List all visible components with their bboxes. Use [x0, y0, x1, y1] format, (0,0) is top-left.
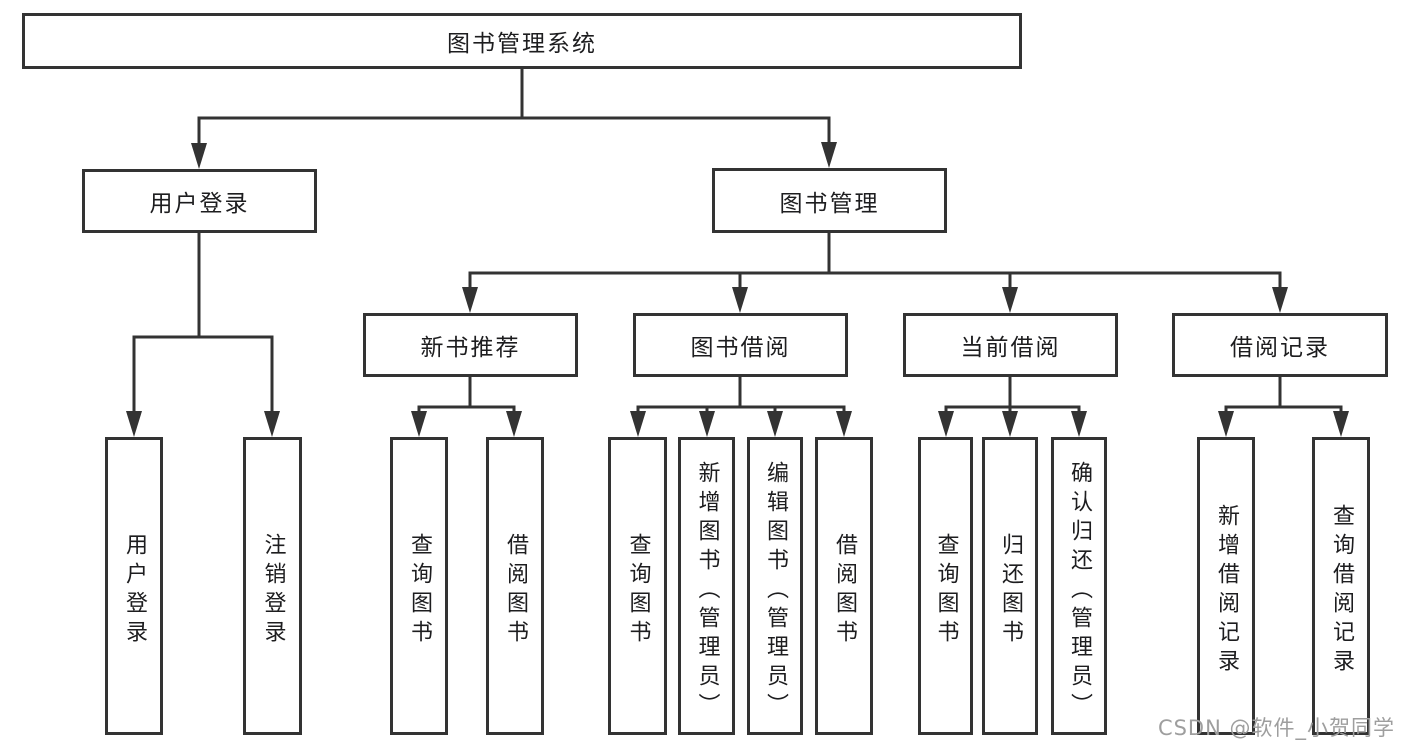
leaf-logout: 注销登录: [243, 437, 302, 735]
leaf-return-books: 归还图书: [982, 437, 1038, 735]
leaf-query-books-borrow: 查询图书: [608, 437, 667, 735]
leaf-query-books-current: 查询图书: [918, 437, 973, 735]
leaf-query-books-recommend: 查询图书: [390, 437, 448, 735]
edges-book-management: [462, 231, 1288, 313]
leaf-borrow-books: 借阅图书: [815, 437, 873, 735]
leaf-add-books-admin: 新增图书（管理员）: [678, 437, 735, 735]
edges-borrow-records: [1218, 375, 1349, 437]
node-user-login: 用户登录: [82, 169, 317, 233]
node-new-book-recommend: 新书推荐: [363, 313, 578, 377]
node-book-management: 图书管理: [712, 168, 947, 233]
leaf-query-borrow-record: 查询借阅记录: [1312, 437, 1370, 735]
edges-user-login: [126, 231, 280, 437]
edges-root: [191, 67, 837, 169]
leaf-confirm-return-admin: 确认归还（管理员）: [1051, 437, 1107, 735]
node-book-borrow: 图书借阅: [633, 313, 848, 377]
edges-new-book-recommend: [411, 375, 522, 437]
edges-book-borrow: [630, 375, 852, 437]
leaf-edit-books-admin: 编辑图书（管理员）: [747, 437, 803, 735]
edges-current-borrow: [938, 375, 1087, 437]
node-current-borrow: 当前借阅: [903, 313, 1118, 377]
node-borrow-records: 借阅记录: [1172, 313, 1388, 377]
leaf-borrow-books-recommend: 借阅图书: [486, 437, 544, 735]
csdn-watermark: CSDN @软件_小贺同学: [1157, 716, 1395, 740]
node-library-system: 图书管理系统: [22, 13, 1022, 69]
leaf-add-borrow-record: 新增借阅记录: [1197, 437, 1255, 735]
leaf-user-login: 用户登录: [105, 437, 163, 735]
